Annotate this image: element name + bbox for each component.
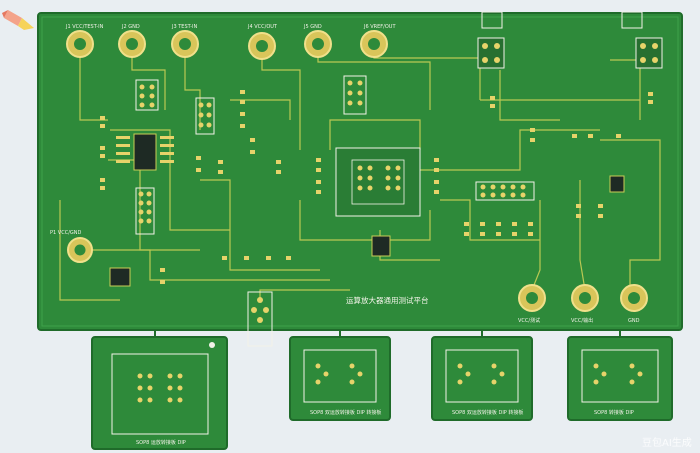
ic-chip [116,133,174,171]
connector-label: J4 VCC/OUT [247,24,278,30]
connector-label: J3 TEST-IN [171,24,198,30]
module-label: SOP8 转接板 DIP [594,409,634,416]
module-2 [289,336,391,421]
connector-pad [248,32,276,60]
resistor-pads [100,90,653,284]
connector-pad [571,284,599,312]
connector-pad [518,284,546,312]
connector-pad [620,284,648,312]
ic-chip [609,175,625,193]
component-header [135,79,159,111]
component-header [135,187,155,235]
connector-pad [171,30,199,58]
tab-bridges [154,330,621,337]
connector-label: J1 VCC/TEST-IN [65,24,104,30]
top-connectors [66,30,388,60]
connector-pad [360,30,388,58]
connector-pad [66,30,94,58]
component-header [343,75,367,115]
header-block [477,11,505,69]
watermark: 豆包AI生成 [642,436,692,449]
test-header [247,291,273,347]
ic-chip [371,235,391,257]
left-connector [67,237,93,263]
connector-label: VCC/测试 [518,317,540,324]
module-1 [91,336,228,450]
pencil-icon [2,10,34,30]
board-title: 运算放大器通用测试平台 [346,295,429,305]
module-3 [431,336,533,421]
component-header [475,181,535,201]
module-4 [567,336,673,421]
connector-label: J5 GND [303,24,322,30]
ic-chip [109,267,131,287]
module-label: SOP8 双运放转接板 DIP 转接板 [452,409,523,416]
module-label: SOP8 运放转接板 DIP [136,439,186,446]
component-header [195,97,215,135]
connector-label: J2 GND [121,24,140,30]
connector-label: P1 VCC/GND [50,230,81,236]
connector-pad [304,30,332,58]
header-block [621,11,663,69]
connector-label: GND [628,318,640,324]
dut-socket [335,147,421,217]
connector-pad [118,30,146,58]
connector-label: J6 VREF/OUT [363,24,396,30]
module-label: SOP8 双运放转接板 DIP 转接板 [310,409,381,416]
connector-label: VCC/输出 [571,317,593,324]
bottom-connectors [518,284,648,312]
